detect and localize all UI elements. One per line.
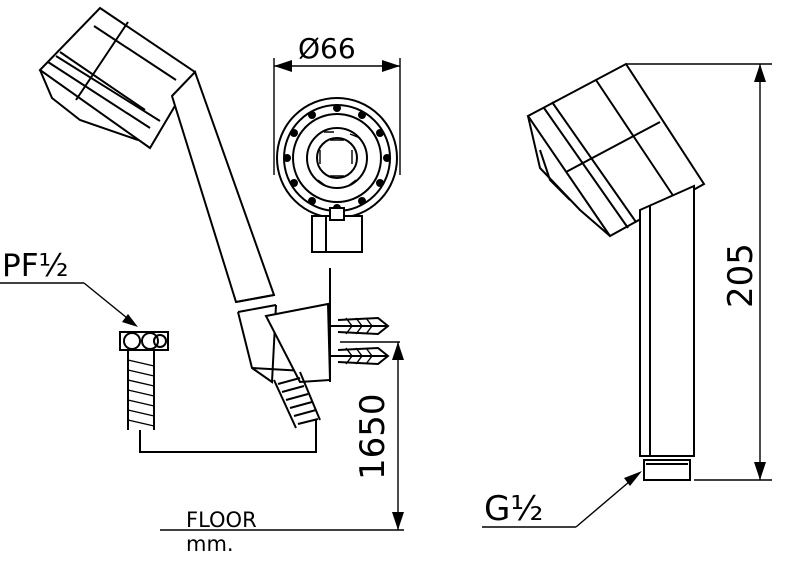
spray-face-front-view: Ø66 [273, 32, 401, 253]
wall-bracket [264, 268, 400, 384]
floor-label: FLOOR [186, 508, 257, 532]
height-dimension: 1650 [160, 342, 404, 531]
floor-reference: FLOOR mm. [186, 508, 257, 556]
height-mount-label: 1650 [353, 393, 393, 480]
pf-thread-label: PF½ [2, 248, 69, 284]
hand-shower-detail-view [526, 62, 706, 481]
length-dimension: 205 [626, 63, 772, 481]
g-thread-callout: G½ [482, 471, 642, 529]
g-thread-label: G½ [484, 489, 543, 529]
unit-label: mm. [186, 532, 234, 556]
flexible-hose [119, 331, 321, 453]
pf-thread-callout: PF½ [0, 248, 138, 327]
diameter-label: Ø66 [298, 32, 356, 65]
length-handle-label: 205 [721, 243, 761, 308]
